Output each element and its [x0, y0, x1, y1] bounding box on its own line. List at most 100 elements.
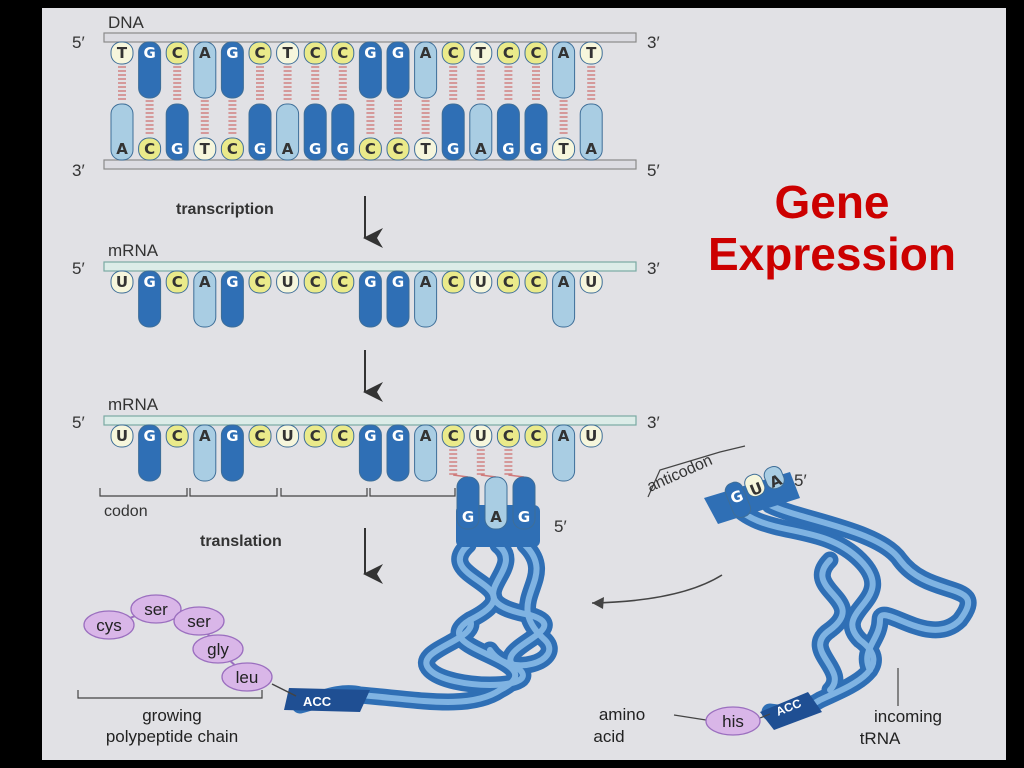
mrna2-base-13: U [469, 424, 493, 448]
mrna2-base-15-letter: C [530, 427, 541, 445]
dna-bottom-base-3: T [193, 137, 217, 161]
slide-title: Gene Expression [676, 176, 988, 280]
mrna2-base-5-letter: C [254, 427, 265, 445]
dna-top-base-0: T [110, 41, 134, 65]
dna-hbond-5 [256, 66, 264, 100]
amino-acid-label-4: leu [236, 668, 259, 687]
bound-trna-5prime-label: 5′ [554, 517, 567, 536]
incoming-motion-arrowhead [592, 597, 604, 609]
dna-bottom-base-11: T [414, 137, 438, 161]
dna-bottom-base-8-letter: G [337, 140, 349, 158]
mrna2-base-2: C [165, 424, 189, 448]
mrna2-base-7-letter: C [310, 427, 321, 445]
dna-top-base-2: C [165, 41, 189, 65]
mrna-label-2: mRNA [108, 395, 159, 414]
mrna2-base-2-letter: C [172, 427, 183, 445]
incoming-anticodon-base-2: A [763, 465, 785, 492]
dna-hbond-16 [559, 100, 568, 134]
mrna1-base-11: A [414, 270, 438, 328]
dna-top-base-14: C [496, 41, 520, 65]
bound-anticodon-base-0: G [456, 476, 480, 530]
dna-top-5prime-label: 5′ [72, 33, 85, 52]
mrna-backbone-1 [103, 261, 637, 272]
dna-top-base-17: T [579, 41, 603, 65]
amino-acid-label-0: cys [96, 616, 122, 635]
dna-hbond-11 [421, 100, 430, 134]
mrna2-base-11-letter: A [420, 427, 432, 445]
mrna2-base-10-letter: G [392, 427, 404, 445]
amino-acid-gly-3: gly [192, 634, 244, 664]
mrna1-base-7-letter: C [310, 273, 321, 291]
title-line-1: Gene [774, 176, 890, 228]
mrna1-base-3-letter: A [199, 273, 211, 291]
codon-label: codon [104, 503, 148, 520]
dna-top-base-14-letter: C [503, 44, 514, 62]
amino-acid-label-1: amino [599, 705, 645, 724]
mrna1-base-2-letter: C [172, 273, 183, 291]
mrna2-5prime-label: 5′ [72, 413, 85, 432]
bound-anticodon-base-2: G [512, 476, 536, 530]
bound-anticodon-base-0-letter: G [462, 508, 474, 526]
dna-bottom-base-1-letter: C [144, 140, 155, 158]
dna-bottom-base-5-letter: G [254, 140, 266, 158]
dna-top-base-0-letter: T [117, 44, 128, 62]
dna-top-3prime-label: 3′ [647, 33, 660, 52]
incoming-trna-5prime-label: 5′ [794, 471, 807, 490]
mrna2-base-14-letter: C [503, 427, 514, 445]
dna-bottom-base-17-letter: A [585, 140, 597, 158]
incoming-motion-arrow [591, 574, 723, 604]
dna-hbond-6 [283, 66, 292, 100]
mrna2-base-3-letter: A [199, 427, 211, 445]
mrna1-5prime-label: 5′ [72, 259, 85, 278]
dna-top-base-8-letter: C [337, 44, 348, 62]
growing-chain-label-1: growing [142, 706, 202, 725]
mrna2-base-10: G [386, 424, 410, 482]
dna-bottom-base-6: A [276, 103, 300, 161]
codon-anticodon-bond-0 [449, 449, 458, 475]
dna-top-base-15-letter: C [530, 44, 541, 62]
bound-anticodon-base-2-letter: G [518, 508, 530, 526]
incoming-anticodon-base-0: G [724, 481, 752, 518]
dna-hbond-10 [394, 100, 402, 134]
mrna1-base-9-letter: G [364, 273, 376, 291]
dna-bottom-base-1: C [138, 137, 162, 161]
mrna2-base-8-letter: C [337, 427, 348, 445]
dna-top-base-7: C [303, 41, 327, 65]
mrna1-base-8-letter: C [337, 273, 348, 291]
bound-anticodon-base-1: A [484, 476, 508, 530]
mrna2-base-9: G [358, 424, 382, 482]
title-line-2: Expression [708, 228, 956, 280]
dna-bottom-base-15: G [524, 103, 548, 161]
dna-bottom-base-5: G [248, 103, 272, 161]
dna-top-base-7-letter: C [310, 44, 321, 62]
mrna1-base-15-letter: C [530, 273, 541, 291]
amino-acid-ser-1: ser [130, 594, 182, 624]
mrna1-base-6: U [276, 270, 300, 294]
dna-top-base-6: T [276, 41, 300, 65]
mrna2-base-7: C [303, 424, 327, 448]
mrna1-base-9: G [358, 270, 382, 328]
growing-chain-label-2: polypeptide chain [106, 727, 238, 746]
mrna-backbone-2 [103, 415, 637, 426]
dna-bottom-base-15-letter: G [530, 140, 542, 158]
mrna1-base-11-letter: A [420, 273, 432, 291]
mrna1-base-5-letter: C [254, 273, 265, 291]
dna-bottom-base-6-letter: A [282, 140, 294, 158]
dna-bottom-base-12: G [441, 103, 465, 161]
dna-top-base-11-letter: A [420, 44, 432, 62]
dna-top-base-17-letter: T [586, 44, 597, 62]
dna-top-base-10-letter: G [392, 44, 404, 62]
dna-bottom-base-10: C [386, 137, 410, 161]
dna-bottom-base-11-letter: T [420, 140, 431, 158]
mrna2-base-12-letter: C [448, 427, 459, 445]
dna-top-base-3-letter: A [199, 44, 211, 62]
amino-acid-label-2: acid [593, 727, 624, 746]
codon-anticodon-bond-2 [504, 449, 513, 475]
mrna1-base-1: G [138, 270, 162, 328]
bound-anticodon-base-1-letter: A [490, 508, 502, 526]
dna-bottom-base-12-letter: G [447, 140, 459, 158]
dna-top-base-6-letter: T [282, 44, 293, 62]
dna-bottom-backbone [103, 159, 637, 170]
dna-bottom-base-13: A [469, 103, 493, 161]
